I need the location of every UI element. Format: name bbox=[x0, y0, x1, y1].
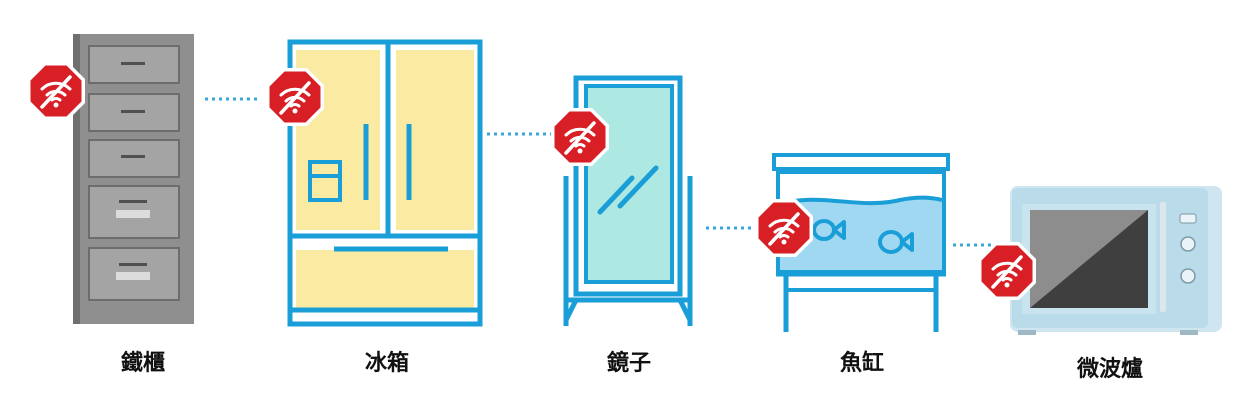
filing-cabinet-illustration bbox=[73, 34, 194, 324]
no-signal-icon bbox=[25, 60, 87, 122]
label-filing-cabinet: 鐵櫃 bbox=[120, 351, 166, 376]
no-signal-icon bbox=[976, 240, 1038, 302]
connector-lines bbox=[205, 97, 1000, 247]
no-signal-icon bbox=[753, 197, 815, 259]
mirror-illustration bbox=[563, 75, 693, 326]
label-mirror: 鏡子 bbox=[606, 351, 652, 376]
label-microwave: 微波爐 bbox=[1076, 357, 1144, 382]
no-signal-icon bbox=[264, 66, 326, 128]
label-refrigerator: 冰箱 bbox=[364, 351, 410, 376]
microwave-illustration bbox=[1010, 186, 1222, 335]
no-signal-icon bbox=[549, 106, 611, 168]
label-aquarium: 魚缸 bbox=[839, 351, 885, 376]
